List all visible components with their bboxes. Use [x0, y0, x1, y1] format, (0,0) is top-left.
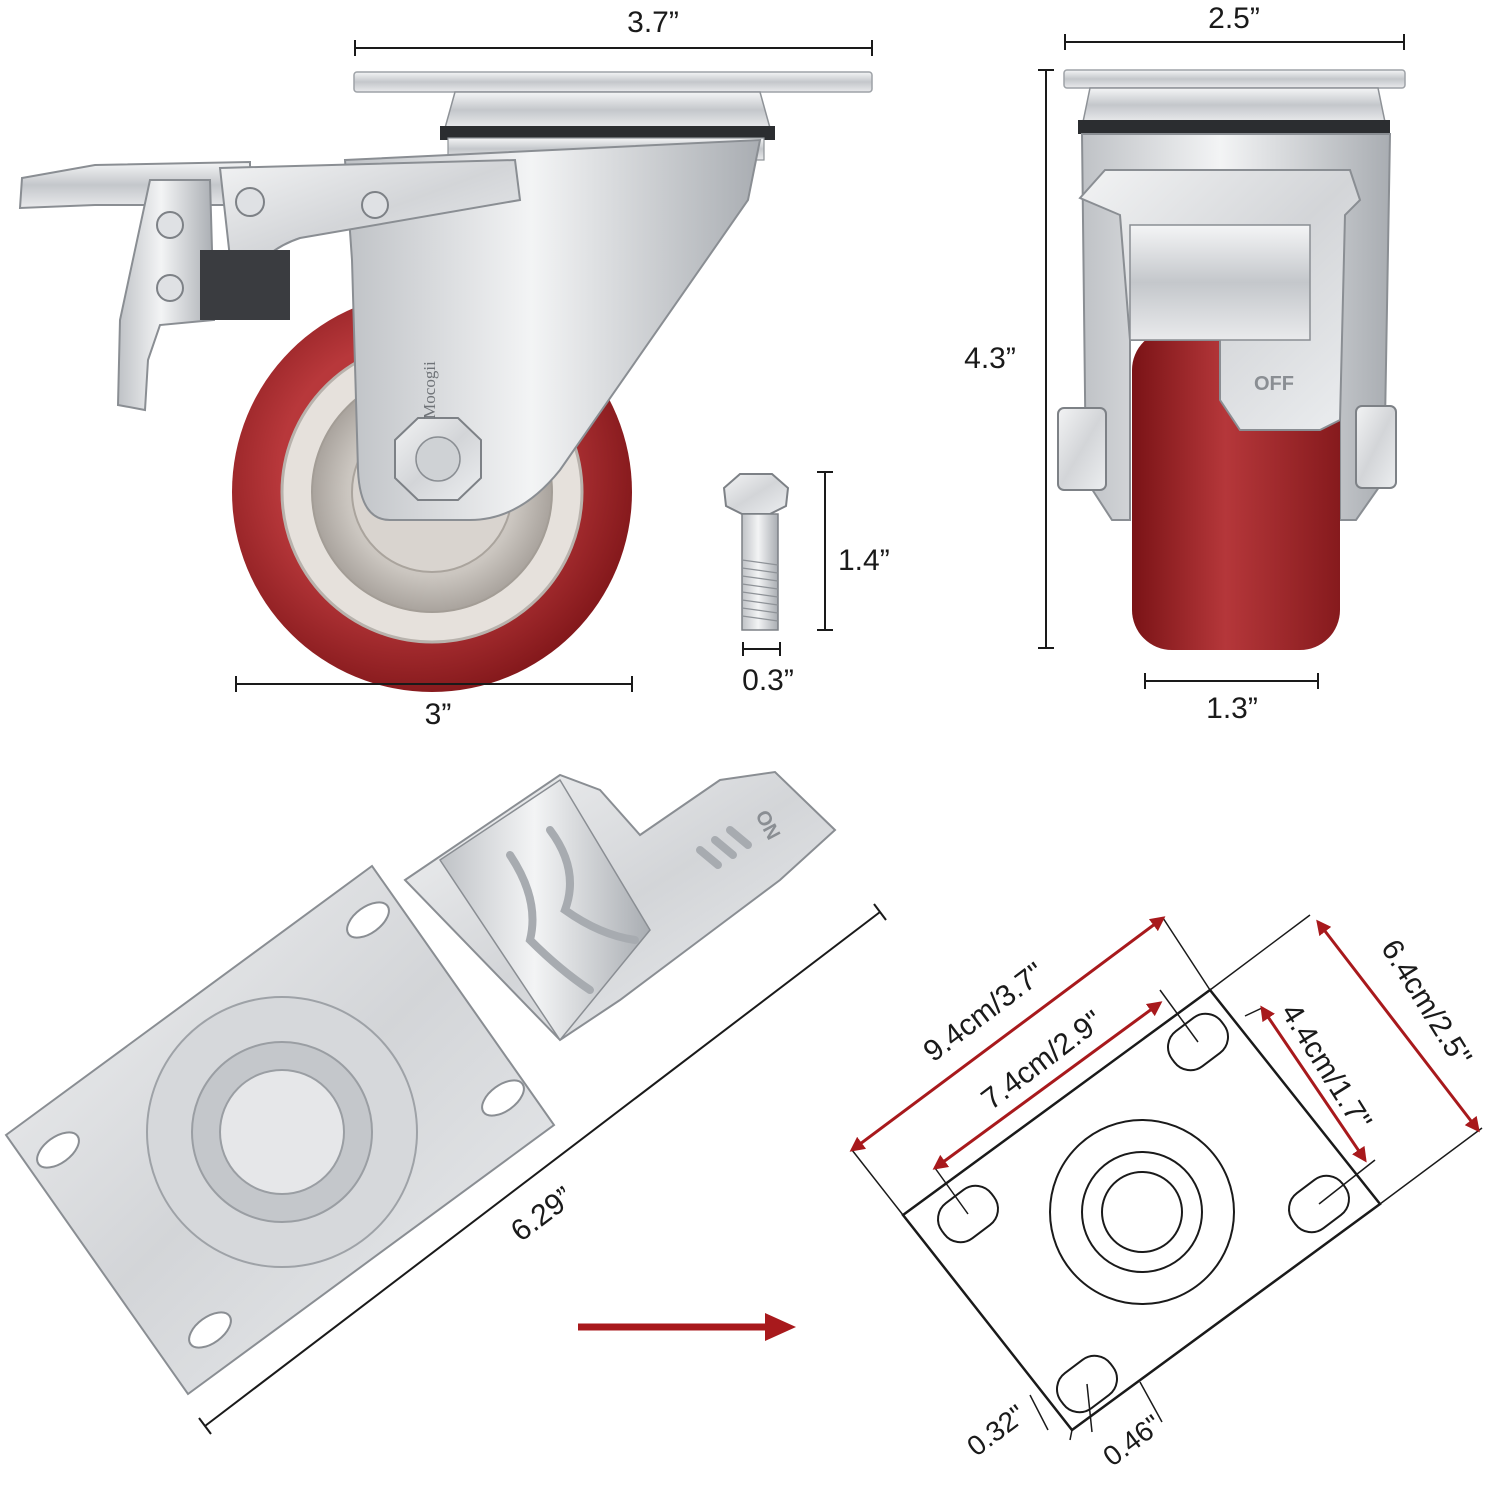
- wheel-width-label: 1.3”: [1206, 692, 1258, 725]
- rivet: [361, 191, 389, 219]
- top-plate-width-label: 3.7”: [627, 6, 679, 39]
- hole-spacing-length-arrow: [932, 1001, 1163, 1170]
- bolt-diameter-label: 0.3”: [742, 664, 794, 697]
- top-plate-width-dimension-line: [354, 40, 873, 56]
- rivet: [235, 187, 265, 217]
- plate-width-label: 6.4cm/2.5": [1374, 934, 1477, 1072]
- front-plate-width-dimension-line: [1064, 34, 1405, 50]
- brake-pad: [200, 250, 290, 320]
- raceway-gap: [440, 126, 775, 140]
- side-view-caster: 3.7” Mocogii 3”: [18, 6, 873, 731]
- bolt-length-label: 1.4”: [838, 544, 890, 577]
- mounting-slot: [188, 1311, 232, 1349]
- rivet: [156, 274, 184, 302]
- front-top-plate: [1063, 69, 1406, 89]
- top-mounting-plate: [353, 71, 873, 93]
- swivel-raceway: [444, 91, 771, 129]
- front-plate-width-label: 2.5”: [1208, 2, 1260, 35]
- axle-nut-right: [1355, 405, 1397, 489]
- kingpin-rivet: [219, 1069, 345, 1195]
- overall-length-label: 6.29”: [505, 1181, 579, 1249]
- wheel-diameter-dimension-line: [235, 676, 633, 692]
- rivet: [156, 211, 184, 239]
- wheel-width-dimension-line: [1144, 673, 1319, 689]
- slot-length-label: 0.46": [1097, 1409, 1167, 1473]
- wheel-diameter-label: 3”: [425, 698, 452, 731]
- red-arrow: [578, 1313, 796, 1341]
- mounting-slot: [481, 1079, 525, 1117]
- mounting-plate-drawing: 9.4cm/3.7" 7.4cm/2.9" 6.4cm/2.5" 4.4cm/1…: [849, 914, 1483, 1473]
- mounting-bolt: 1.4” 0.3”: [722, 471, 890, 697]
- height-dimension-line: [1038, 69, 1054, 649]
- height-label: 4.3”: [964, 342, 1016, 375]
- hole-spacing-width-arrow: [1260, 1005, 1367, 1163]
- bolt-length-dimension-line: [817, 471, 833, 631]
- bolt-diameter-dimension-line: [742, 642, 781, 656]
- mounting-slot: [346, 901, 390, 939]
- slot-width-label: 0.32": [961, 1399, 1031, 1463]
- top-view-caster: ON 6.29”: [4, 770, 887, 1435]
- brake-off-label: OFF: [1254, 373, 1294, 395]
- brand-engraving: Mocogii: [420, 361, 439, 419]
- axle-nut-left: [1057, 407, 1107, 491]
- front-view-caster: 2.5” 4.3” OFF 1.3”: [964, 2, 1406, 725]
- plate-width-arrow: [1316, 919, 1480, 1133]
- bolt-head: [722, 473, 790, 515]
- mounting-slot: [36, 1131, 80, 1169]
- brake-pedal: [18, 160, 251, 210]
